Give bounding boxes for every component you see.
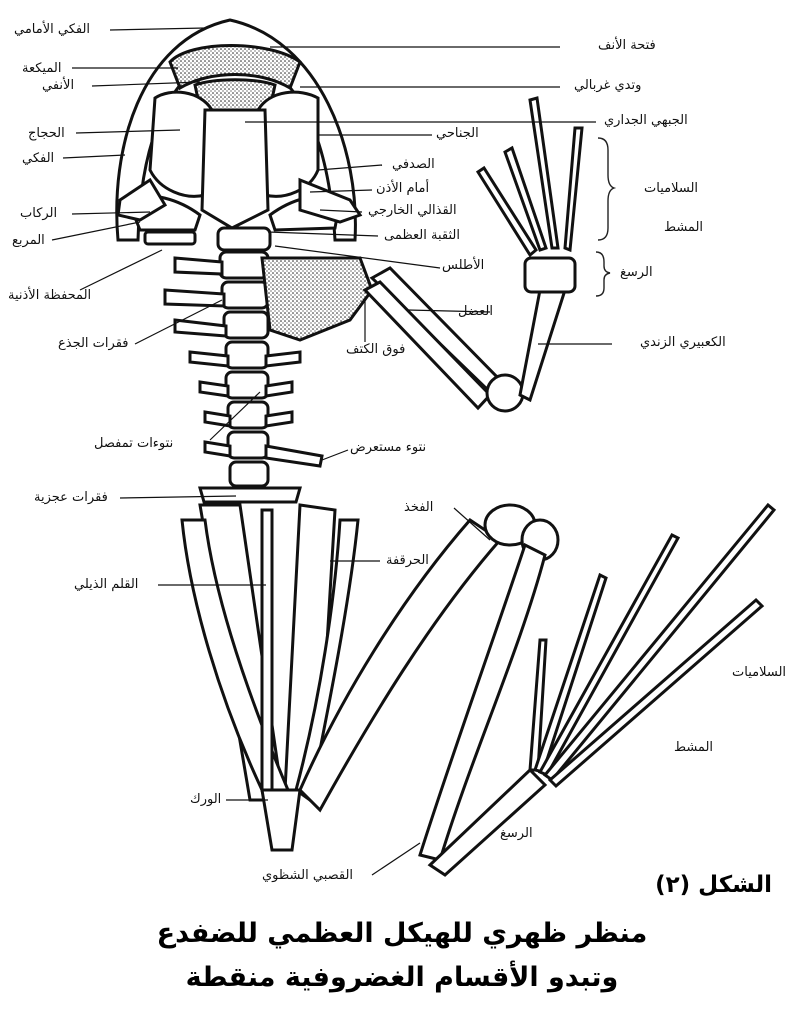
skull bbox=[115, 18, 363, 246]
label-stapes: الركاب bbox=[20, 206, 58, 221]
label-exoccipital: القذالي الخارجي bbox=[368, 203, 457, 218]
figure-caption-line2: وتبدو الأقسام الغضروفية منقطة bbox=[185, 962, 619, 993]
label-frontoparietal: الجبهي الجداري bbox=[604, 113, 688, 128]
label-nasal: الأنفي bbox=[42, 78, 75, 93]
hindlimb bbox=[298, 502, 777, 877]
leader-lines bbox=[51, 27, 612, 876]
forelimb bbox=[260, 96, 584, 413]
label-quadrate: المربع bbox=[12, 233, 45, 248]
label-prootic: أمام الأذن bbox=[376, 181, 430, 196]
label-orbit: الحجاج bbox=[28, 126, 65, 141]
label-femur: الفخذ bbox=[404, 500, 434, 515]
label-otic-capsule: المحفظة الأذنية bbox=[8, 288, 92, 303]
label-hindlimb-metatarsals: المشط bbox=[674, 740, 714, 755]
label-tibiofibula: القصبي الشظوي bbox=[262, 868, 354, 883]
figure-number: الشكل (٢) bbox=[655, 872, 772, 898]
label-squamosal: الصدفي bbox=[392, 157, 435, 172]
label-trunk-vertebrae: فقرات الجذع bbox=[58, 336, 129, 351]
pelvis bbox=[180, 503, 360, 852]
label-sacral-vertebrae: فقرات عجزية bbox=[34, 490, 108, 505]
figure-caption-line1: منظر ظهري للهيكل العظمي للضفدع bbox=[156, 918, 648, 949]
label-hindlimb-phalanges: السلاميات bbox=[732, 665, 787, 680]
label-zygapophyses: نتوءات تمفصل bbox=[94, 436, 174, 451]
label-urostyle: القلم الذيلي bbox=[74, 577, 139, 592]
label-premaxilla: الفكي الأمامي bbox=[14, 22, 91, 37]
label-muscle: العضل bbox=[458, 304, 493, 319]
label-sphenethmoid: وتدي غربالي bbox=[574, 78, 642, 93]
label-carpals: الرسغ bbox=[620, 265, 653, 280]
phalanges-bracket bbox=[597, 137, 617, 241]
label-nostril: فتحة الأنف bbox=[598, 38, 656, 53]
label-foramen-magnum: الثقبة العظمى bbox=[384, 228, 460, 243]
label-maxilla: الفكي bbox=[22, 151, 55, 166]
label-atlas: الأطلس bbox=[442, 258, 485, 273]
label-transverse-process: نتوء مستعرض bbox=[350, 440, 427, 455]
label-radioulna: الكعبيري الزندي bbox=[640, 335, 726, 350]
label-tarsals: الرسغ bbox=[500, 826, 533, 841]
label-forelimb-metacarpals: المشط bbox=[664, 220, 704, 235]
label-suprascapula: فوق الكتف bbox=[346, 342, 406, 357]
label-forelimb-phalanges: السلاميات bbox=[644, 181, 699, 196]
label-septomaxilla: الميكعة bbox=[22, 61, 62, 76]
label-ilium: الحرقفة bbox=[386, 553, 429, 568]
label-pterygoid: الجناحي bbox=[436, 126, 479, 141]
carpals-bracket bbox=[595, 251, 611, 297]
label-hip: الورك bbox=[190, 792, 222, 807]
